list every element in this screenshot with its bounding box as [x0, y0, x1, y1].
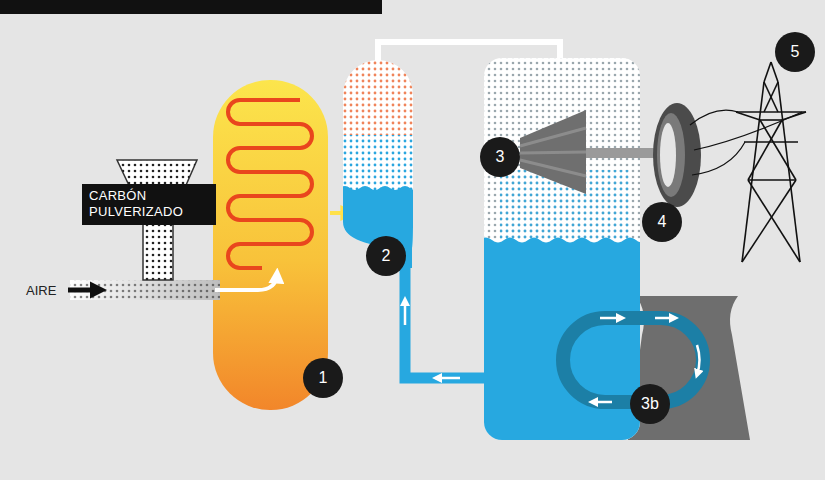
callout-marker: 4 [642, 202, 682, 242]
return-pipe-part [436, 377, 460, 380]
turbine-part [520, 160, 586, 176]
transmission-tower [736, 62, 806, 262]
air-coal-pipe-part [215, 274, 277, 290]
callout-marker: 2 [366, 236, 406, 276]
steam-drum [340, 55, 420, 280]
steam-drum-part [340, 55, 420, 280]
callout-marker: 5 [775, 32, 815, 72]
callout-number: 1 [319, 369, 328, 387]
generator-part [653, 103, 701, 207]
cooling-loop [563, 318, 703, 402]
material-label: CARBÓN PULVERIZADO [82, 184, 216, 225]
turbine [520, 110, 660, 194]
transmission-tower-part [764, 82, 778, 112]
transmission-tower-part [744, 141, 798, 143]
transmission-tower-part [742, 180, 796, 262]
air-coal-pipe-part [68, 288, 100, 293]
transmission-tower-part [748, 120, 782, 180]
header-bar [0, 0, 382, 14]
transmission-tower-part [764, 62, 771, 82]
power-line-part [690, 110, 738, 125]
transmission-tower-part [760, 119, 782, 121]
callout-number: 3b [641, 395, 659, 413]
transmission-tower-part [778, 82, 800, 262]
turbine-part [520, 110, 586, 194]
generator [653, 103, 701, 207]
cooling-loop-part [592, 401, 612, 404]
turbine-part [520, 128, 586, 146]
boiler-part [228, 100, 312, 268]
callout-number: 4 [658, 213, 667, 231]
transmission-tower-part [748, 180, 800, 262]
return-pipe-part [405, 262, 486, 378]
transmission-tower-part [782, 112, 806, 120]
callout-number: 3 [496, 148, 505, 166]
transmission-tower-part [736, 111, 806, 113]
return-pipe-part [404, 300, 407, 325]
callout-number: 5 [791, 43, 800, 61]
cooling-loop-part [697, 345, 700, 375]
transmission-tower-part [748, 179, 796, 181]
flow-label: AIRE [26, 283, 56, 299]
callout-number: 2 [382, 247, 391, 265]
turbine-part [520, 152, 586, 153]
power-line [690, 110, 802, 175]
callout-marker: 1 [303, 358, 343, 398]
generator-part [660, 123, 676, 187]
transmission-tower-part [764, 82, 778, 112]
steam-drum-part-part [340, 135, 420, 190]
callout-marker: 3b [630, 384, 670, 424]
power-line-part [692, 142, 745, 175]
return-pipe [405, 262, 486, 378]
steam-drum-part-part [340, 55, 420, 135]
generator-part [657, 113, 685, 197]
box-text: CARBÓN PULVERIZADO [89, 188, 209, 221]
callout-marker: 3 [480, 137, 520, 177]
flow-label: AIRE [26, 283, 56, 299]
cooling-loop-part [563, 318, 703, 402]
transmission-tower-part [771, 62, 778, 82]
cooling-loop-part [655, 317, 675, 320]
transmission-tower-part [736, 112, 760, 120]
cooling-loop-part [600, 317, 622, 320]
turbine-part [586, 148, 660, 158]
